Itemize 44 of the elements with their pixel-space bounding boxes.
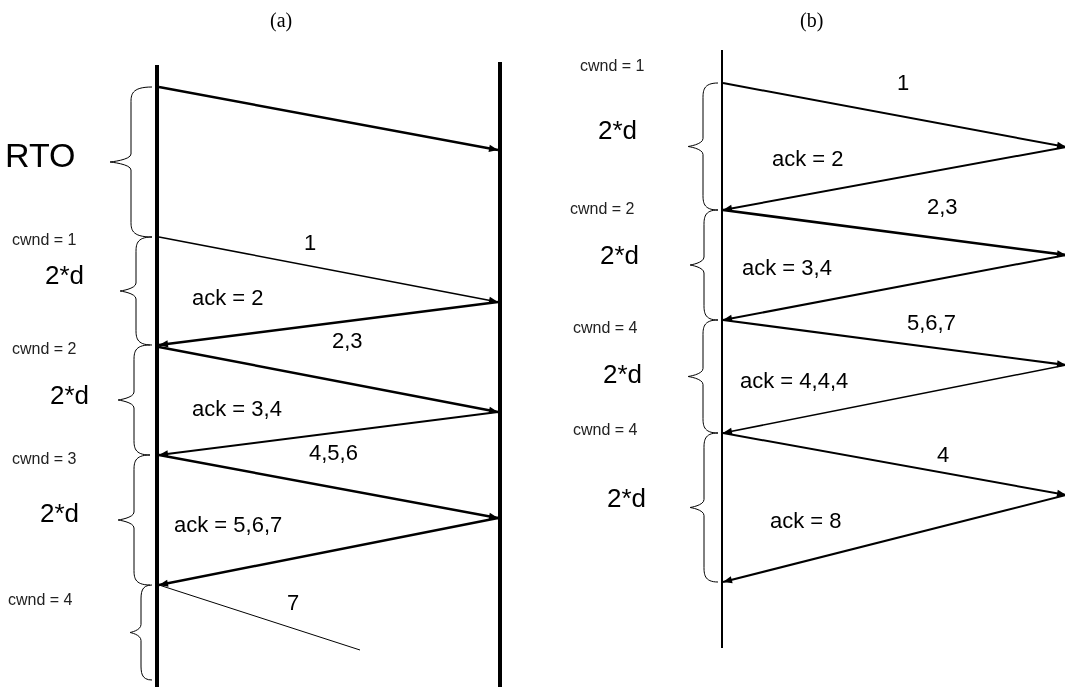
arrow: [722, 494, 1065, 584]
interval-label: 2*d: [603, 361, 643, 387]
edge-label: 5,6,7: [905, 312, 958, 334]
window-label: cwnd = 2: [12, 341, 77, 357]
window-label: cwnd = 1: [580, 58, 645, 74]
interval-label: 2*d: [40, 500, 80, 526]
arrow: [158, 345, 499, 414]
arrow: [158, 236, 499, 304]
panel-label: (a): [270, 10, 293, 30]
panel-label: (b): [800, 10, 824, 30]
window-label: cwnd = 4: [573, 422, 638, 438]
edge-label: ack = 3,4: [190, 398, 284, 420]
edge-label: ack = 3,4: [740, 257, 834, 279]
arrow: [722, 319, 1065, 368]
edge-label: ack = 4,4,4: [738, 370, 851, 392]
window-label: cwnd = 4: [8, 592, 73, 608]
interval-label: 2*d: [50, 382, 90, 408]
interval-label: 2*d: [607, 485, 647, 511]
lifeline-bar: [155, 65, 159, 687]
lifeline-bar: [721, 50, 723, 648]
arrow: [158, 516, 499, 587]
arrow: [158, 300, 499, 348]
arrow: [722, 432, 1065, 497]
lifeline-bar: [498, 62, 502, 687]
arrow: [722, 146, 1065, 212]
edge-label: 2,3: [925, 196, 960, 218]
window-label: cwnd = 4: [573, 320, 638, 336]
arrow: [158, 85, 499, 152]
interval-label: RTO: [5, 138, 76, 172]
arrow: [722, 254, 1065, 322]
interval-label: 2*d: [598, 117, 638, 143]
arrow: [158, 453, 499, 520]
edge-label: ack = 5,6,7: [172, 514, 285, 536]
interval-label: 2*d: [600, 242, 640, 268]
window-label: cwnd = 1: [12, 232, 77, 248]
interval-label: 2*d: [45, 262, 85, 288]
arrow: [722, 82, 1065, 149]
window-label: cwnd = 3: [12, 451, 77, 467]
line: [158, 584, 361, 651]
arrow: [722, 364, 1065, 435]
edge-label: 2,3: [330, 330, 365, 352]
window-label: cwnd = 2: [570, 201, 635, 217]
arrow: [722, 208, 1065, 258]
edge-label: 4,5,6: [307, 442, 360, 464]
